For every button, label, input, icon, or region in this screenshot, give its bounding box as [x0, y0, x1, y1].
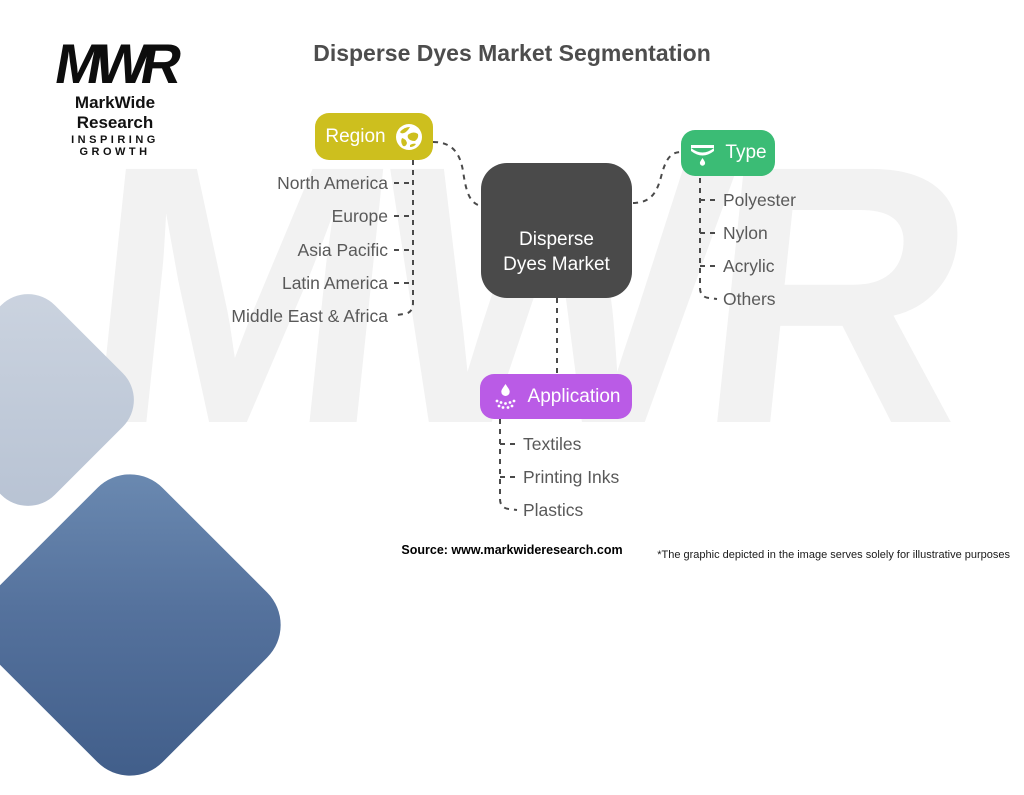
funnel-icon [689, 140, 716, 167]
center-node-line2: Dyes Market [503, 254, 610, 276]
region-item-asia-pacific: Asia Pacific [297, 240, 388, 260]
logo-tagline: INSPIRING GROWTH [71, 134, 159, 158]
connector-type-trunk [699, 178, 718, 300]
type-item-polyester: Polyester [723, 190, 796, 210]
type-node: Type [681, 130, 775, 176]
center-node: Disperse Dyes Market [481, 163, 632, 298]
region-item-europe: Europe [331, 206, 388, 226]
connector-center-to-type [632, 151, 682, 204]
source-text: Source: www.markwideresearch.com [401, 543, 623, 557]
application-node: Application [480, 374, 632, 419]
logo-name: MarkWide Research [74, 93, 156, 132]
connector-region-to-center [432, 141, 482, 207]
region-node: Region [315, 113, 433, 160]
center-node-line1: Disperse [519, 228, 594, 250]
region-node-label: Region [325, 125, 386, 147]
disclaimer-text: *The graphic depicted in the image serve… [657, 549, 1010, 561]
region-item-latin-america: Latin America [281, 273, 388, 293]
region-item-north-america: North America [277, 173, 388, 193]
application-item-printing-inks: Printing Inks [523, 467, 620, 487]
type-item-acrylic: Acrylic [723, 256, 775, 276]
connector-region-trunk [396, 160, 414, 316]
application-node-label: Application [527, 385, 621, 407]
globe-icon [395, 123, 423, 151]
type-item-others: Others [723, 289, 776, 309]
spray-icon [492, 383, 519, 410]
connector-application-trunk [499, 419, 518, 511]
type-node-label: Type [725, 142, 767, 163]
application-item-plastics: Plastics [523, 500, 584, 520]
region-item-middle-east-africa: Middle East & Africa [231, 306, 388, 326]
brand-logo: MWR MarkWide Research INSPIRING GROWTH [35, 32, 195, 158]
application-item-textiles: Textiles [523, 434, 582, 454]
connector-lines [394, 141, 718, 511]
type-item-nylon: Nylon [723, 223, 768, 243]
page-title: Disperse Dyes Market Segmentation [313, 40, 711, 66]
